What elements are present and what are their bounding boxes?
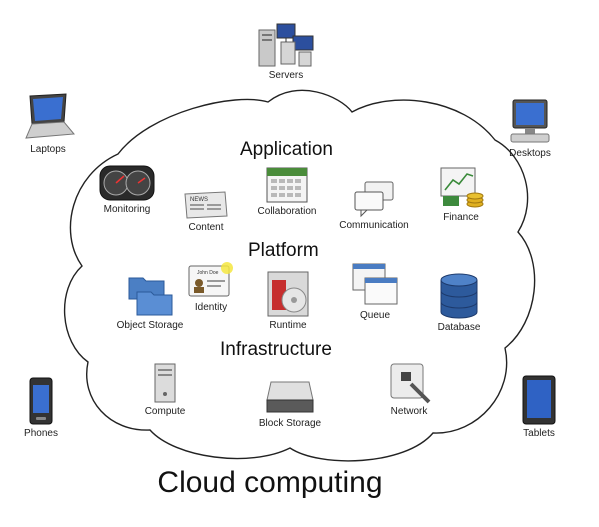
- content-node: NEWS Content: [180, 190, 232, 233]
- phones-node: Phones: [16, 376, 66, 439]
- server-tower-icon: [154, 363, 176, 403]
- finance-chart-coins-icon: [440, 167, 484, 208]
- calendar-icon: [266, 167, 308, 203]
- servers-label: Servers: [268, 70, 304, 81]
- communication-label: Communication: [339, 220, 409, 231]
- monitoring-node: Monitoring: [96, 164, 158, 215]
- database-icon: [440, 273, 478, 319]
- phones-label: Phones: [24, 428, 58, 439]
- network-node: Network: [382, 360, 436, 417]
- queue-node: Queue: [344, 262, 406, 321]
- laptops-label: Laptops: [30, 144, 66, 155]
- desktops-label: Desktops: [509, 148, 551, 159]
- servers-node: Servers: [248, 20, 324, 81]
- block-storage-label: Block Storage: [258, 418, 322, 429]
- gauge-icon: [99, 165, 155, 201]
- newspaper-masthead: NEWS: [190, 197, 208, 203]
- tablets-label: Tablets: [523, 428, 555, 439]
- network-port-icon: [390, 363, 431, 404]
- identity-node: John Doe Identity: [186, 262, 236, 313]
- runtime-disc-icon: [267, 271, 309, 317]
- queue-label: Queue: [359, 310, 391, 321]
- compute-label: Compute: [144, 406, 186, 417]
- desktops-node: Desktops: [500, 98, 560, 159]
- finance-label: Finance: [443, 212, 479, 223]
- servers-icon: [258, 23, 314, 67]
- hard-drive-icon: [266, 381, 314, 413]
- layer-title-infrastructure: Infrastructure: [220, 339, 332, 360]
- id-card-name: John Doe: [197, 270, 219, 276]
- chat-bubbles-icon: [354, 181, 394, 218]
- network-label: Network: [390, 406, 428, 417]
- monitoring-label: Monitoring: [103, 204, 151, 215]
- diagram-title: Cloud computing: [157, 466, 383, 499]
- communication-node: Communication: [334, 180, 414, 231]
- content-label: Content: [188, 222, 224, 233]
- desktop-icon: [510, 99, 550, 143]
- object-storage-node: Object Storage: [114, 272, 186, 331]
- object-storage-label: Object Storage: [116, 320, 184, 331]
- block-storage-node: Block Storage: [254, 376, 326, 429]
- folders-icon: [128, 277, 173, 316]
- laptop-icon: [25, 93, 75, 139]
- compute-node: Compute: [136, 362, 194, 417]
- database-node: Database: [430, 272, 488, 333]
- phone-icon: [29, 377, 53, 425]
- identity-label: Identity: [194, 302, 228, 313]
- id-card-icon: John Doe: [188, 262, 233, 297]
- runtime-node: Runtime: [258, 270, 318, 331]
- collaboration-node: Collaboration: [252, 164, 322, 217]
- newspaper-icon: NEWS: [184, 191, 228, 219]
- tablets-node: Tablets: [516, 374, 562, 439]
- finance-node: Finance: [434, 166, 488, 223]
- layer-title-platform: Platform: [248, 240, 319, 261]
- queue-windows-icon: [352, 263, 398, 305]
- collaboration-label: Collaboration: [257, 206, 317, 217]
- database-label: Database: [437, 322, 481, 333]
- runtime-label: Runtime: [269, 320, 307, 331]
- laptops-node: Laptops: [18, 92, 78, 155]
- layer-title-application: Application: [240, 139, 333, 160]
- tablet-icon: [522, 375, 556, 425]
